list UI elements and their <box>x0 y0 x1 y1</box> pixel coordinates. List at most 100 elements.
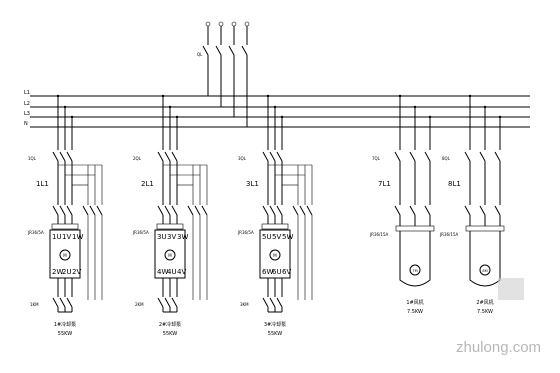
motor-terminal-top: 5V <box>272 233 281 241</box>
bus-junction <box>468 94 472 98</box>
motor-terminal-bottom: 2V <box>72 268 81 276</box>
breaker-contact <box>66 151 73 162</box>
contactor-contact <box>269 205 276 216</box>
contactor-contact <box>409 205 416 216</box>
bus-junction <box>428 115 432 119</box>
main-breaker-contact <box>241 45 248 56</box>
breaker-contact <box>494 151 501 162</box>
terminal-circle <box>231 21 237 27</box>
relay-tag: JR36/15A <box>369 232 388 237</box>
bus-junction <box>161 94 165 98</box>
bus-junction <box>168 105 172 109</box>
breaker-contact <box>164 151 171 162</box>
bus-junction <box>398 94 402 98</box>
breaker-contact <box>394 151 401 162</box>
breaker-tag: 3QL <box>238 156 247 161</box>
motor-terminal-bottom: 2U <box>62 268 72 276</box>
main-breaker-tag: QL <box>197 52 203 57</box>
unit-power: 55KW <box>163 331 177 337</box>
motor-terminal-bottom: 4U <box>167 268 177 276</box>
thermal-relay <box>156 223 184 230</box>
breaker-tag: 7QL <box>372 156 381 161</box>
fan-motor-outline <box>469 231 501 287</box>
ct-tag: 2L1 <box>141 180 154 188</box>
aux-contact <box>82 205 89 216</box>
motor-terminal-bottom: 6U <box>272 268 282 276</box>
thermal-relay <box>465 225 505 232</box>
relay-tag: JR36/5A <box>27 230 44 235</box>
contactor-contact <box>171 205 178 216</box>
bus-junction <box>63 105 67 109</box>
bus-junction <box>413 105 417 109</box>
motor-symbol <box>164 249 176 261</box>
aux-contact <box>292 205 299 216</box>
breaker-contact <box>262 151 269 162</box>
bus-junction <box>70 115 74 119</box>
motor-terminal-bottom: 6V <box>282 268 291 276</box>
ct-tag: 1L1 <box>36 180 49 188</box>
contactor-contact <box>59 205 66 216</box>
relay-tag: JR36/15A <box>439 232 458 237</box>
breaker-contact <box>59 151 66 162</box>
ct-tag: 3L1 <box>246 180 259 188</box>
motor-terminal-bottom: 6W <box>262 268 273 276</box>
aux-contact <box>299 205 306 216</box>
fan-power: 7.5KW <box>477 309 493 315</box>
aux-contact <box>201 205 208 216</box>
fan-power: 7.5KW <box>407 309 423 315</box>
motor-letter: M <box>63 253 67 258</box>
fan-name: 2#风机 <box>476 299 493 306</box>
contactor-contact <box>164 205 171 216</box>
star-contact <box>59 297 66 308</box>
bus-junction <box>56 94 60 98</box>
breaker-contact <box>479 151 486 162</box>
bus-junction <box>175 115 179 119</box>
terminal-circle <box>244 21 250 27</box>
terminal-circle <box>205 21 211 27</box>
fan-motor-symbol <box>409 264 421 276</box>
breaker-tag: 1QL <box>28 156 37 161</box>
contactor-contact <box>262 205 269 216</box>
bus-junction <box>498 115 502 119</box>
aux-contact <box>187 205 194 216</box>
star-contact <box>66 297 73 308</box>
contactor-contact <box>479 205 486 216</box>
unit-name: 3#冷却泵 <box>264 321 286 328</box>
star-contact <box>171 297 178 308</box>
unit-name: 2#冷却泵 <box>159 321 181 328</box>
motor-terminal-top: 3V <box>167 233 176 241</box>
breaker-contact <box>269 151 276 162</box>
motor-terminal-top: 5U <box>262 233 272 241</box>
bus-label-l3: L3 <box>24 111 30 117</box>
breaker-contact <box>424 151 431 162</box>
breaker-contact <box>52 151 59 162</box>
contactor-contact <box>276 205 283 216</box>
breaker-contact <box>464 151 471 162</box>
fan-motor-outline <box>399 231 431 287</box>
breaker-tag: 8QL <box>442 156 451 161</box>
star-contact <box>157 297 164 308</box>
aux-contact <box>89 205 96 216</box>
motor-symbol <box>269 249 281 261</box>
breaker-tag: 2QL <box>133 156 142 161</box>
bus-label-l1: L1 <box>24 90 30 96</box>
motor-symbol <box>59 249 71 261</box>
bus-junction <box>483 105 487 109</box>
breaker-contact <box>409 151 416 162</box>
main-breaker-contact <box>202 45 209 56</box>
bus-junction <box>273 105 277 109</box>
aux-contact <box>96 205 103 216</box>
bus-label-l2: L2 <box>24 101 30 107</box>
star-contactor-tag: 1KM <box>30 302 39 307</box>
breaker-contact <box>171 151 178 162</box>
watermark-text: zhulong.com <box>456 339 541 356</box>
contactor-contact <box>157 205 164 216</box>
star-contact <box>52 297 59 308</box>
unit-power: 55KW <box>58 331 72 337</box>
fan-motor-tag: 7M <box>412 269 417 273</box>
breaker-contact <box>157 151 164 162</box>
